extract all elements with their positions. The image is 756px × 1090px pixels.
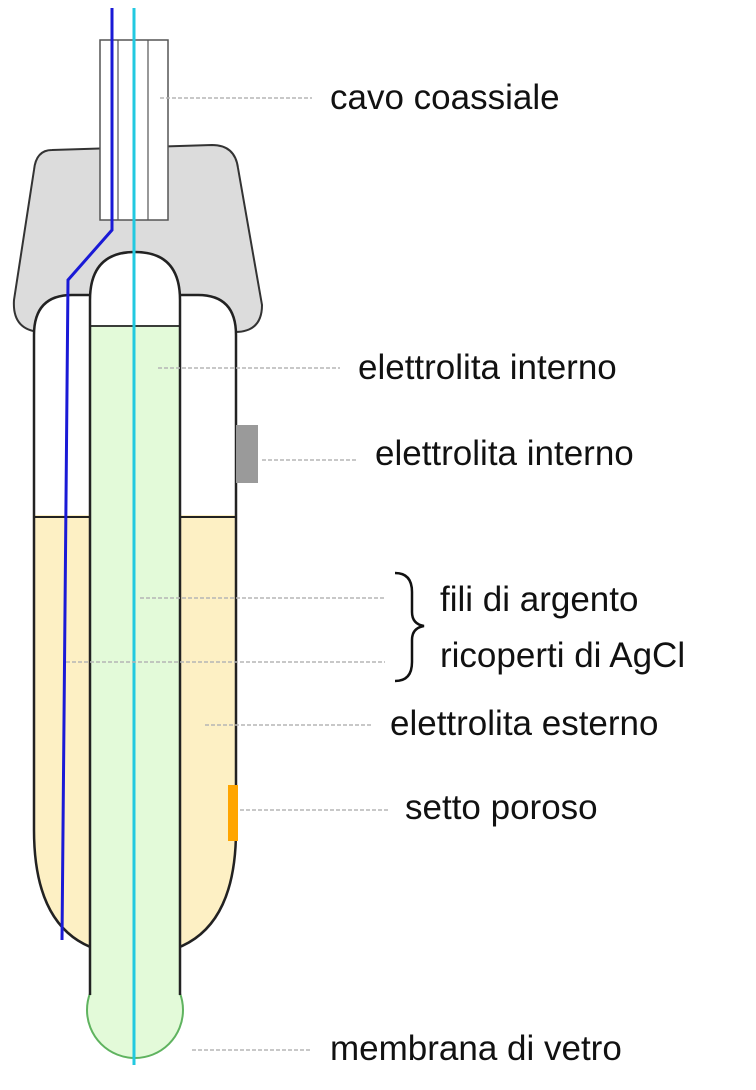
label-internal-electrolyte-port: elettrolita interno	[375, 434, 634, 473]
wires-brace	[394, 571, 425, 683]
label-external-electrolyte: elettrolita esterno	[390, 704, 659, 743]
side-port	[236, 425, 258, 483]
porous-septum	[228, 785, 238, 841]
label-coaxial-cable: cavo coassiale	[330, 78, 560, 117]
reference-silver-wire	[60, 8, 114, 941]
label-porous-septum: setto poroso	[405, 788, 598, 827]
label-silver-wires-line1: fili di argento	[440, 580, 639, 619]
label-internal-electrolyte: elettrolita interno	[358, 348, 617, 387]
leader-lines	[66, 97, 388, 1051]
label-silver-wires-line2: ricoperti di AgCl	[440, 636, 686, 675]
label-glass-membrane: membrana di vetro	[330, 1029, 622, 1068]
